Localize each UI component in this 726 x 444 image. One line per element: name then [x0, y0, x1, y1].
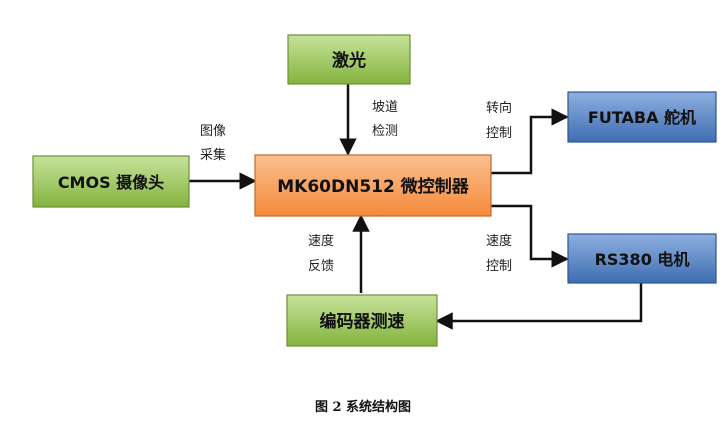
- node-laser-label: 激光: [332, 50, 366, 71]
- edge-mcu-to-servo: [491, 108, 569, 175]
- edge-label-speed-feedback-1: 速度: [308, 233, 334, 249]
- node-encoder: 编码器测速: [286, 294, 438, 347]
- figure-caption: 图 2 系统结构图: [314, 400, 412, 415]
- edge-label-speed-feedback-2: 反馈: [308, 259, 334, 274]
- node-laser: 激光: [287, 34, 411, 85]
- edge-mcu-to-motor: [491, 204, 569, 268]
- node-encoder-label: 编码器测速: [320, 311, 405, 332]
- edge-motor-to-encoder: [435, 283, 643, 330]
- node-mcu-label: MK60DN512 微控制器: [277, 176, 469, 197]
- edge-label-speed-control-1: 速度: [486, 233, 512, 249]
- node-rs380-motor: RS380 电机: [567, 233, 717, 284]
- edge-label-steering-control-2: 控制: [486, 126, 512, 141]
- node-cmos-camera-label: CMOS 摄像头: [58, 173, 164, 192]
- edge-label-ramp-detect-1: 坡道: [372, 100, 398, 115]
- node-futaba-servo-label: FUTABA 舵机: [588, 108, 696, 127]
- node-mcu: MK60DN512 微控制器: [254, 154, 492, 217]
- node-futaba-servo: FUTABA 舵机: [567, 91, 717, 143]
- edge-label-image-capture-2: 采集: [200, 147, 226, 163]
- node-rs380-motor-label: RS380 电机: [595, 250, 690, 269]
- edge-label-speed-control-2: 控制: [486, 259, 512, 274]
- edge-label-image-capture-1: 图像: [200, 124, 226, 139]
- edge-label-steering-control-1: 转向: [486, 100, 512, 116]
- node-cmos-camera: CMOS 摄像头: [32, 155, 190, 208]
- edge-label-ramp-detect-2: 检测: [372, 124, 398, 139]
